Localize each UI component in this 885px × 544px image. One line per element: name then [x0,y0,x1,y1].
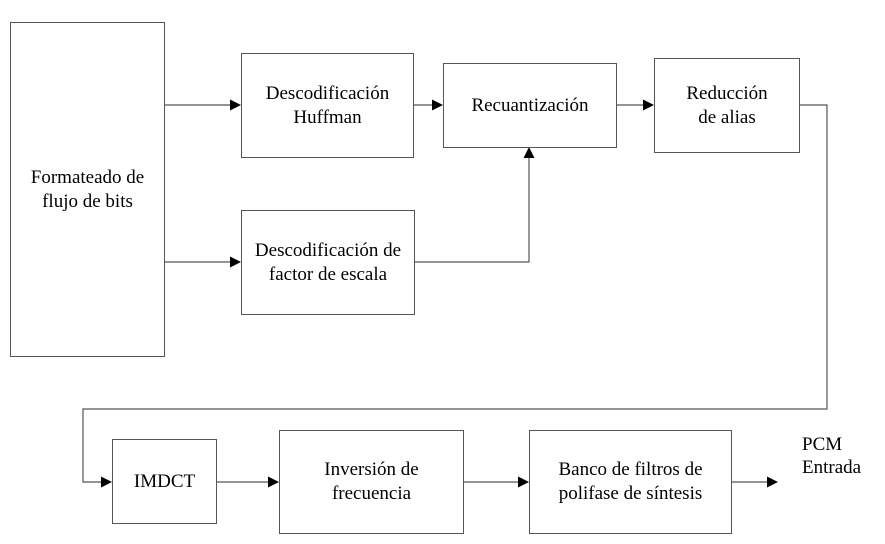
arrowhead-huffman [230,99,241,111]
alias-reduction-block: Reducción de alias [654,58,800,153]
scalefactor-decoding-label: Descodificación de factor de escala [254,239,402,285]
arrowhead-filterbank [518,476,529,488]
pcm-output-label: PCM Entrada [802,434,862,478]
frequency-inversion-block: Inversión de frecuencia [279,430,464,534]
requantization-label: Recuantización [471,94,589,116]
bitstream-formatting-block: Formateado de flujo de bits [10,22,165,357]
arrowhead-output [767,476,778,488]
arrowhead-requant-bottom [523,147,535,158]
imdct-block: IMDCT [112,439,217,524]
huffman-decoding-label: Descodificación Huffman [265,82,390,128]
arrowhead-imdct [101,476,112,488]
scalefactor-decoding-block: Descodificación de factor de escala [241,210,415,315]
imdct-label: IMDCT [133,470,196,492]
arrowhead-scalefactor [230,256,241,268]
alias-reduction-label: Reducción de alias [686,82,768,128]
requantization-block: Recuantización [443,63,617,148]
synthesis-filterbank-label: Banco de filtros de polifase de síntesis [558,459,703,504]
arrowhead-requant [432,99,443,111]
arrow-alias-to-imdct [82,104,828,483]
frequency-inversion-label: Inversión de frecuencia [324,459,419,504]
synthesis-filterbank-block: Banco de filtros de polifase de síntesis [529,430,732,534]
bitstream-formatting-label: Formateado de flujo de bits [30,166,145,212]
huffman-decoding-block: Descodificación Huffman [241,53,414,158]
arrow-scalefactor-to-requant [414,158,530,263]
arrowhead-alias [643,99,654,111]
arrowhead-freqinv [268,476,279,488]
